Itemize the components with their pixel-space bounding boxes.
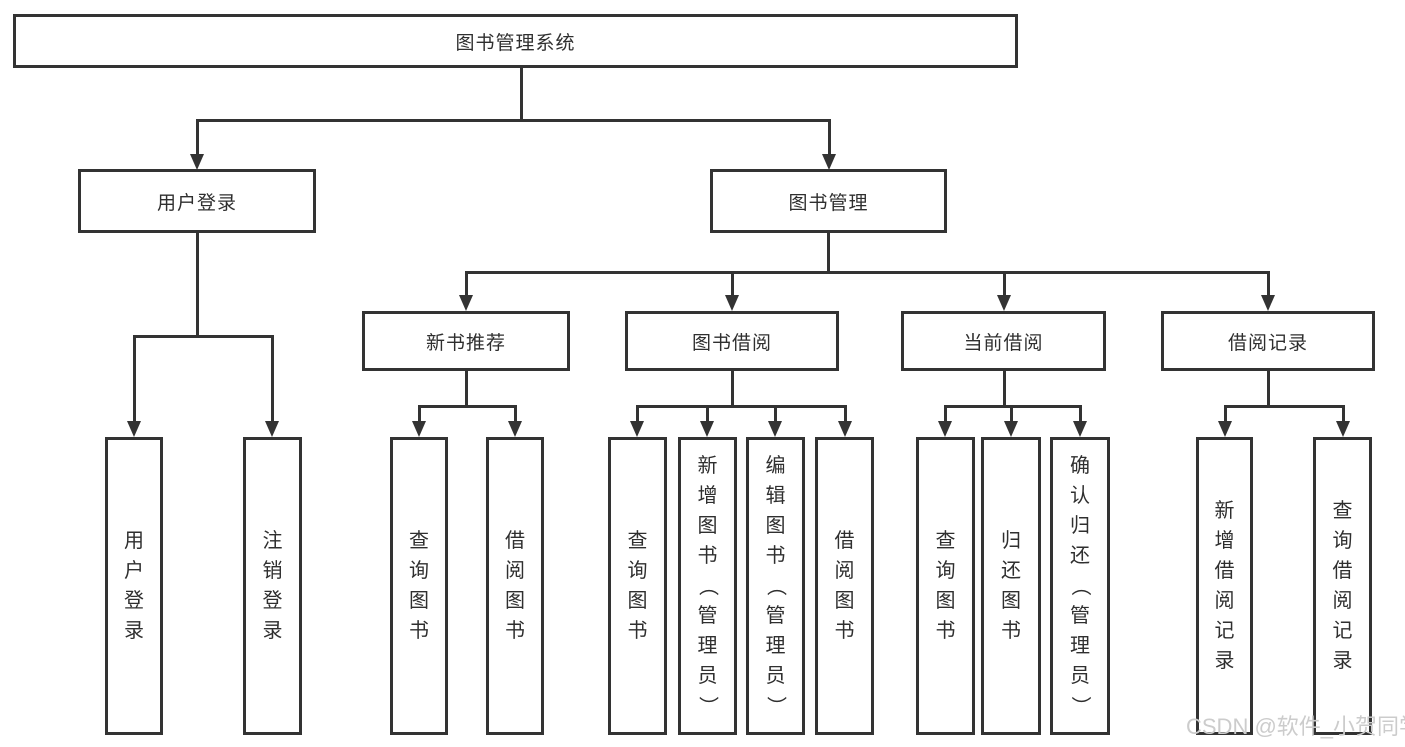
connector-drop-book-borrow: [731, 271, 734, 297]
arrow-down-icon: [997, 295, 1011, 311]
connector-book-management-stem: [827, 232, 830, 274]
node-book-borrow: 图书借阅: [625, 311, 839, 371]
leaf-confirm-return-admin: 确认归还（管理员）: [1050, 437, 1110, 735]
connector-drop-borrow-records: [1267, 271, 1270, 297]
leaf-user-login: 用户登录: [105, 437, 163, 735]
node-borrow-records-label: 借阅记录: [1227, 332, 1308, 354]
connector-drop: [774, 405, 777, 423]
connector-drop: [1224, 405, 1227, 423]
connector-drop: [636, 405, 639, 423]
node-root: 图书管理系统: [13, 14, 1018, 68]
connector-drop-new-book: [465, 271, 468, 297]
leaf-borrow-books-recommend: 借阅图书: [486, 437, 544, 735]
arrow-down-icon: [459, 295, 473, 311]
arrow-down-icon: [190, 154, 204, 170]
connector-new-book-distributor: [418, 405, 517, 408]
arrow-down-icon: [725, 295, 739, 311]
arrow-down-icon: [822, 154, 836, 170]
leaf-borrow-books: 借阅图书: [815, 437, 874, 735]
leaf-query-books-current: 查询图书: [916, 437, 975, 735]
arrow-down-icon: [700, 421, 714, 437]
connector-level3-distributor: [465, 271, 1269, 274]
connector-drop: [418, 405, 421, 423]
arrow-down-icon: [1218, 421, 1232, 437]
node-current-borrow-label: 当前借阅: [963, 332, 1044, 354]
leaf-add-borrow-record: 新增借阅记录: [1196, 437, 1253, 735]
node-root-label: 图书管理系统: [455, 32, 576, 54]
connector-drop-user-login: [196, 119, 199, 155]
arrow-down-icon: [127, 421, 141, 437]
connector-borrow-records-distributor: [1224, 405, 1344, 408]
node-book-borrow-label: 图书借阅: [691, 332, 772, 354]
connector-user-login-stem: [196, 232, 199, 337]
connector-book-borrow-stem: [731, 370, 734, 408]
arrow-down-icon: [630, 421, 644, 437]
connector-drop: [1010, 405, 1013, 423]
arrow-down-icon: [1073, 421, 1087, 437]
leaf-query-books-recommend: 查询图书: [390, 437, 448, 735]
node-new-book-recommend-label: 新书推荐: [425, 332, 506, 354]
connector-drop-leaf-login: [133, 335, 136, 422]
node-book-management-label: 图书管理: [788, 192, 869, 214]
connector-drop-leaf-logout: [271, 335, 274, 422]
node-new-book-recommend: 新书推荐: [362, 311, 570, 371]
node-user-login-label: 用户登录: [156, 192, 237, 214]
arrow-down-icon: [768, 421, 782, 437]
connector-current-borrow-stem: [1003, 370, 1006, 408]
connector-root-stem: [520, 65, 523, 122]
connector-drop: [1079, 405, 1082, 423]
connector-borrow-records-stem: [1267, 370, 1270, 408]
connector-drop: [944, 405, 947, 423]
watermark: CSDN @软件_小贺同学: [1186, 714, 1405, 739]
arrow-down-icon: [508, 421, 522, 437]
arrow-down-icon: [265, 421, 279, 437]
connector-level1-distributor: [196, 119, 830, 122]
arrow-down-icon: [1336, 421, 1350, 437]
connector-drop-book-management: [828, 119, 831, 155]
arrow-down-icon: [1261, 295, 1275, 311]
arrow-down-icon: [938, 421, 952, 437]
leaf-return-books: 归还图书: [981, 437, 1041, 735]
arrow-down-icon: [412, 421, 426, 437]
connector-drop-current-borrow: [1003, 271, 1006, 297]
node-current-borrow: 当前借阅: [901, 311, 1106, 371]
leaf-query-borrow-record: 查询借阅记录: [1313, 437, 1372, 735]
node-book-management: 图书管理: [710, 169, 947, 233]
connector-drop: [1342, 405, 1345, 423]
node-user-login: 用户登录: [78, 169, 316, 233]
connector-new-book-stem: [465, 370, 468, 408]
connector-user-login-distributor: [133, 335, 274, 338]
connector-drop: [844, 405, 847, 423]
arrow-down-icon: [838, 421, 852, 437]
leaf-query-books-borrow: 查询图书: [608, 437, 667, 735]
leaf-edit-books-admin: 编辑图书（管理员）: [746, 437, 805, 735]
connector-drop: [706, 405, 709, 423]
arrow-down-icon: [1004, 421, 1018, 437]
leaf-logout: 注销登录: [243, 437, 302, 735]
connector-book-borrow-distributor: [636, 405, 846, 408]
node-borrow-records: 借阅记录: [1161, 311, 1375, 371]
leaf-add-books-admin: 新增图书（管理员）: [678, 437, 737, 735]
connector-drop: [514, 405, 517, 423]
